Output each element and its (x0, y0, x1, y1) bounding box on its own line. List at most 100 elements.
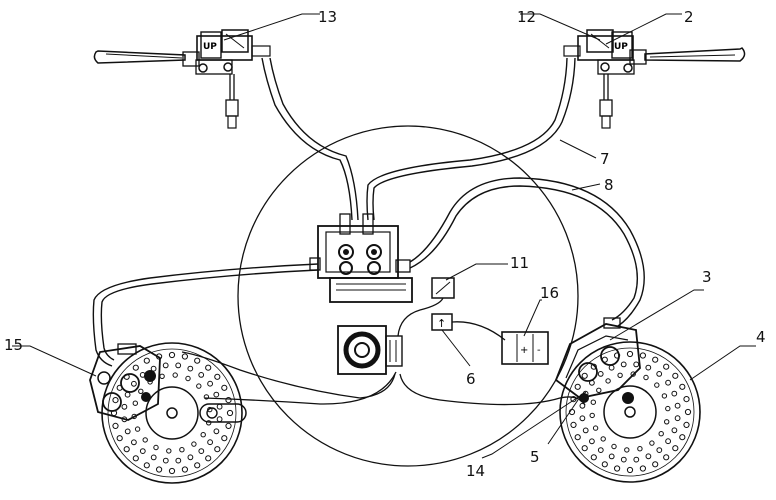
disc-vent-hole (645, 364, 652, 371)
disc-vent-hole (132, 400, 139, 406)
left-handlebar-assembly: UP (93, 29, 271, 129)
disc-vent-hole (138, 388, 144, 394)
disc-vent-hole (194, 462, 201, 469)
callout-7-label: 7 (600, 150, 610, 168)
disc-vent-hole (196, 383, 202, 389)
disc-vent-hole (679, 434, 686, 441)
disc-vent-hole (649, 440, 655, 446)
disc-vent-hole (121, 403, 128, 410)
sensor-switch: ↑ (431, 313, 453, 331)
disc-vent-hole (213, 428, 220, 435)
disc-vent-hole (620, 456, 627, 463)
disc-vent-hole (213, 391, 220, 398)
disc-vent-hole (162, 362, 169, 369)
disc-vent-hole (175, 362, 182, 369)
disc-vent-hole (181, 353, 188, 360)
disc-vent-hole (592, 425, 599, 431)
disc-vent-hole (214, 446, 221, 453)
disc-vent-hole (671, 390, 678, 397)
disc-vent-hole (124, 391, 131, 398)
disc-vent-hole (216, 416, 223, 423)
battery-minus-marking: - (537, 345, 541, 356)
disc-vent-hole (620, 361, 627, 368)
disc-vent-hole (112, 422, 119, 429)
disc-vent-hole (187, 365, 194, 372)
disc-vent-hole (166, 448, 172, 454)
callout-3-label: 3 (702, 268, 712, 286)
disc-vent-hole (200, 432, 206, 438)
disc-vent-hole (624, 447, 630, 453)
disc-vent-hole (150, 365, 157, 372)
disc-vent-hole (671, 427, 678, 434)
disc-vent-hole (185, 375, 191, 382)
disc-vent-hole (582, 427, 589, 434)
disc-vent-hole (191, 441, 197, 447)
disc-vent-hole (172, 372, 178, 378)
callout-6: 6 (441, 329, 476, 388)
disc-vent-hole (674, 402, 681, 409)
disc-vent-hole (601, 461, 608, 468)
abs-modulator (309, 213, 413, 303)
disc-vent-hole (639, 465, 647, 472)
disc-vent-hole (216, 403, 223, 410)
disc-vent-hole (626, 466, 634, 474)
right-brake-disc (559, 341, 701, 483)
callout-8: 8 (571, 176, 614, 194)
disc-vent-hole (597, 371, 604, 377)
disc-vent-hole (150, 454, 157, 461)
sensor-arrow-marking: ↑ (437, 317, 446, 330)
disc-vent-hole (221, 435, 228, 442)
disc-vent-hole (181, 466, 188, 473)
disc-vent-hole (123, 446, 130, 453)
disc-vent-hole (225, 422, 232, 429)
disc-vent-hole (131, 439, 137, 446)
callout-13-label: 13 (318, 8, 337, 26)
disc-vent-hole (637, 446, 643, 452)
callout-3: 3 (609, 268, 712, 341)
disc-vent-hole (665, 405, 671, 412)
brake-hoses (92, 57, 645, 367)
disc-vent-hole (134, 426, 141, 432)
disc-vent-hole (131, 380, 137, 387)
disc-vent-hole (684, 408, 692, 416)
disc-vent-hole (207, 439, 214, 446)
left-reservoir-up-label: UP (203, 42, 217, 52)
disc-vent-hole (679, 383, 686, 390)
disc-vent-hole (656, 447, 663, 454)
disc-vent-hole (611, 443, 617, 450)
disc-vent-hole (589, 438, 595, 445)
disc-vent-hole (663, 363, 670, 370)
callout-2: 2 (605, 8, 694, 45)
callout-5: 5 (530, 399, 579, 466)
disc-vent-hole (205, 455, 212, 462)
disc-vent-hole (143, 462, 150, 469)
disc-vent-hole (596, 387, 602, 393)
left-brake-caliper (89, 343, 161, 421)
disc-vent-hole (162, 457, 169, 464)
disc-vent-hole (633, 361, 640, 368)
disc-vent-hole (116, 435, 123, 442)
callout-4: 4 (689, 328, 766, 381)
disc-vent-hole (663, 454, 670, 461)
disc-vent-hole (590, 399, 596, 405)
battery-plus-marking: + (520, 345, 528, 356)
disc-vent-hole (608, 453, 615, 460)
callout-11: 11 (445, 254, 529, 281)
disc-vent-hole (654, 382, 660, 388)
disc-vent-hole (187, 454, 194, 461)
callout-4-label: 4 (756, 328, 766, 346)
disc-vent-hole (143, 357, 150, 364)
callout-11-label: 11 (510, 254, 529, 272)
disc-vent-hole (652, 461, 659, 468)
disc-vent-hole (205, 364, 212, 371)
disc-vent-hole (674, 415, 681, 422)
disc-vent-hole (665, 379, 671, 386)
disc-vent-hole (159, 373, 165, 379)
disc-vent-hole (226, 409, 234, 417)
disc-vent-hole (579, 402, 586, 409)
disc-vent-hole (626, 350, 634, 358)
disc-vent-hole (168, 351, 176, 359)
right-brake-caliper (554, 317, 641, 403)
callout-15: 15 (4, 336, 97, 377)
disc-vent-hole (665, 438, 671, 445)
